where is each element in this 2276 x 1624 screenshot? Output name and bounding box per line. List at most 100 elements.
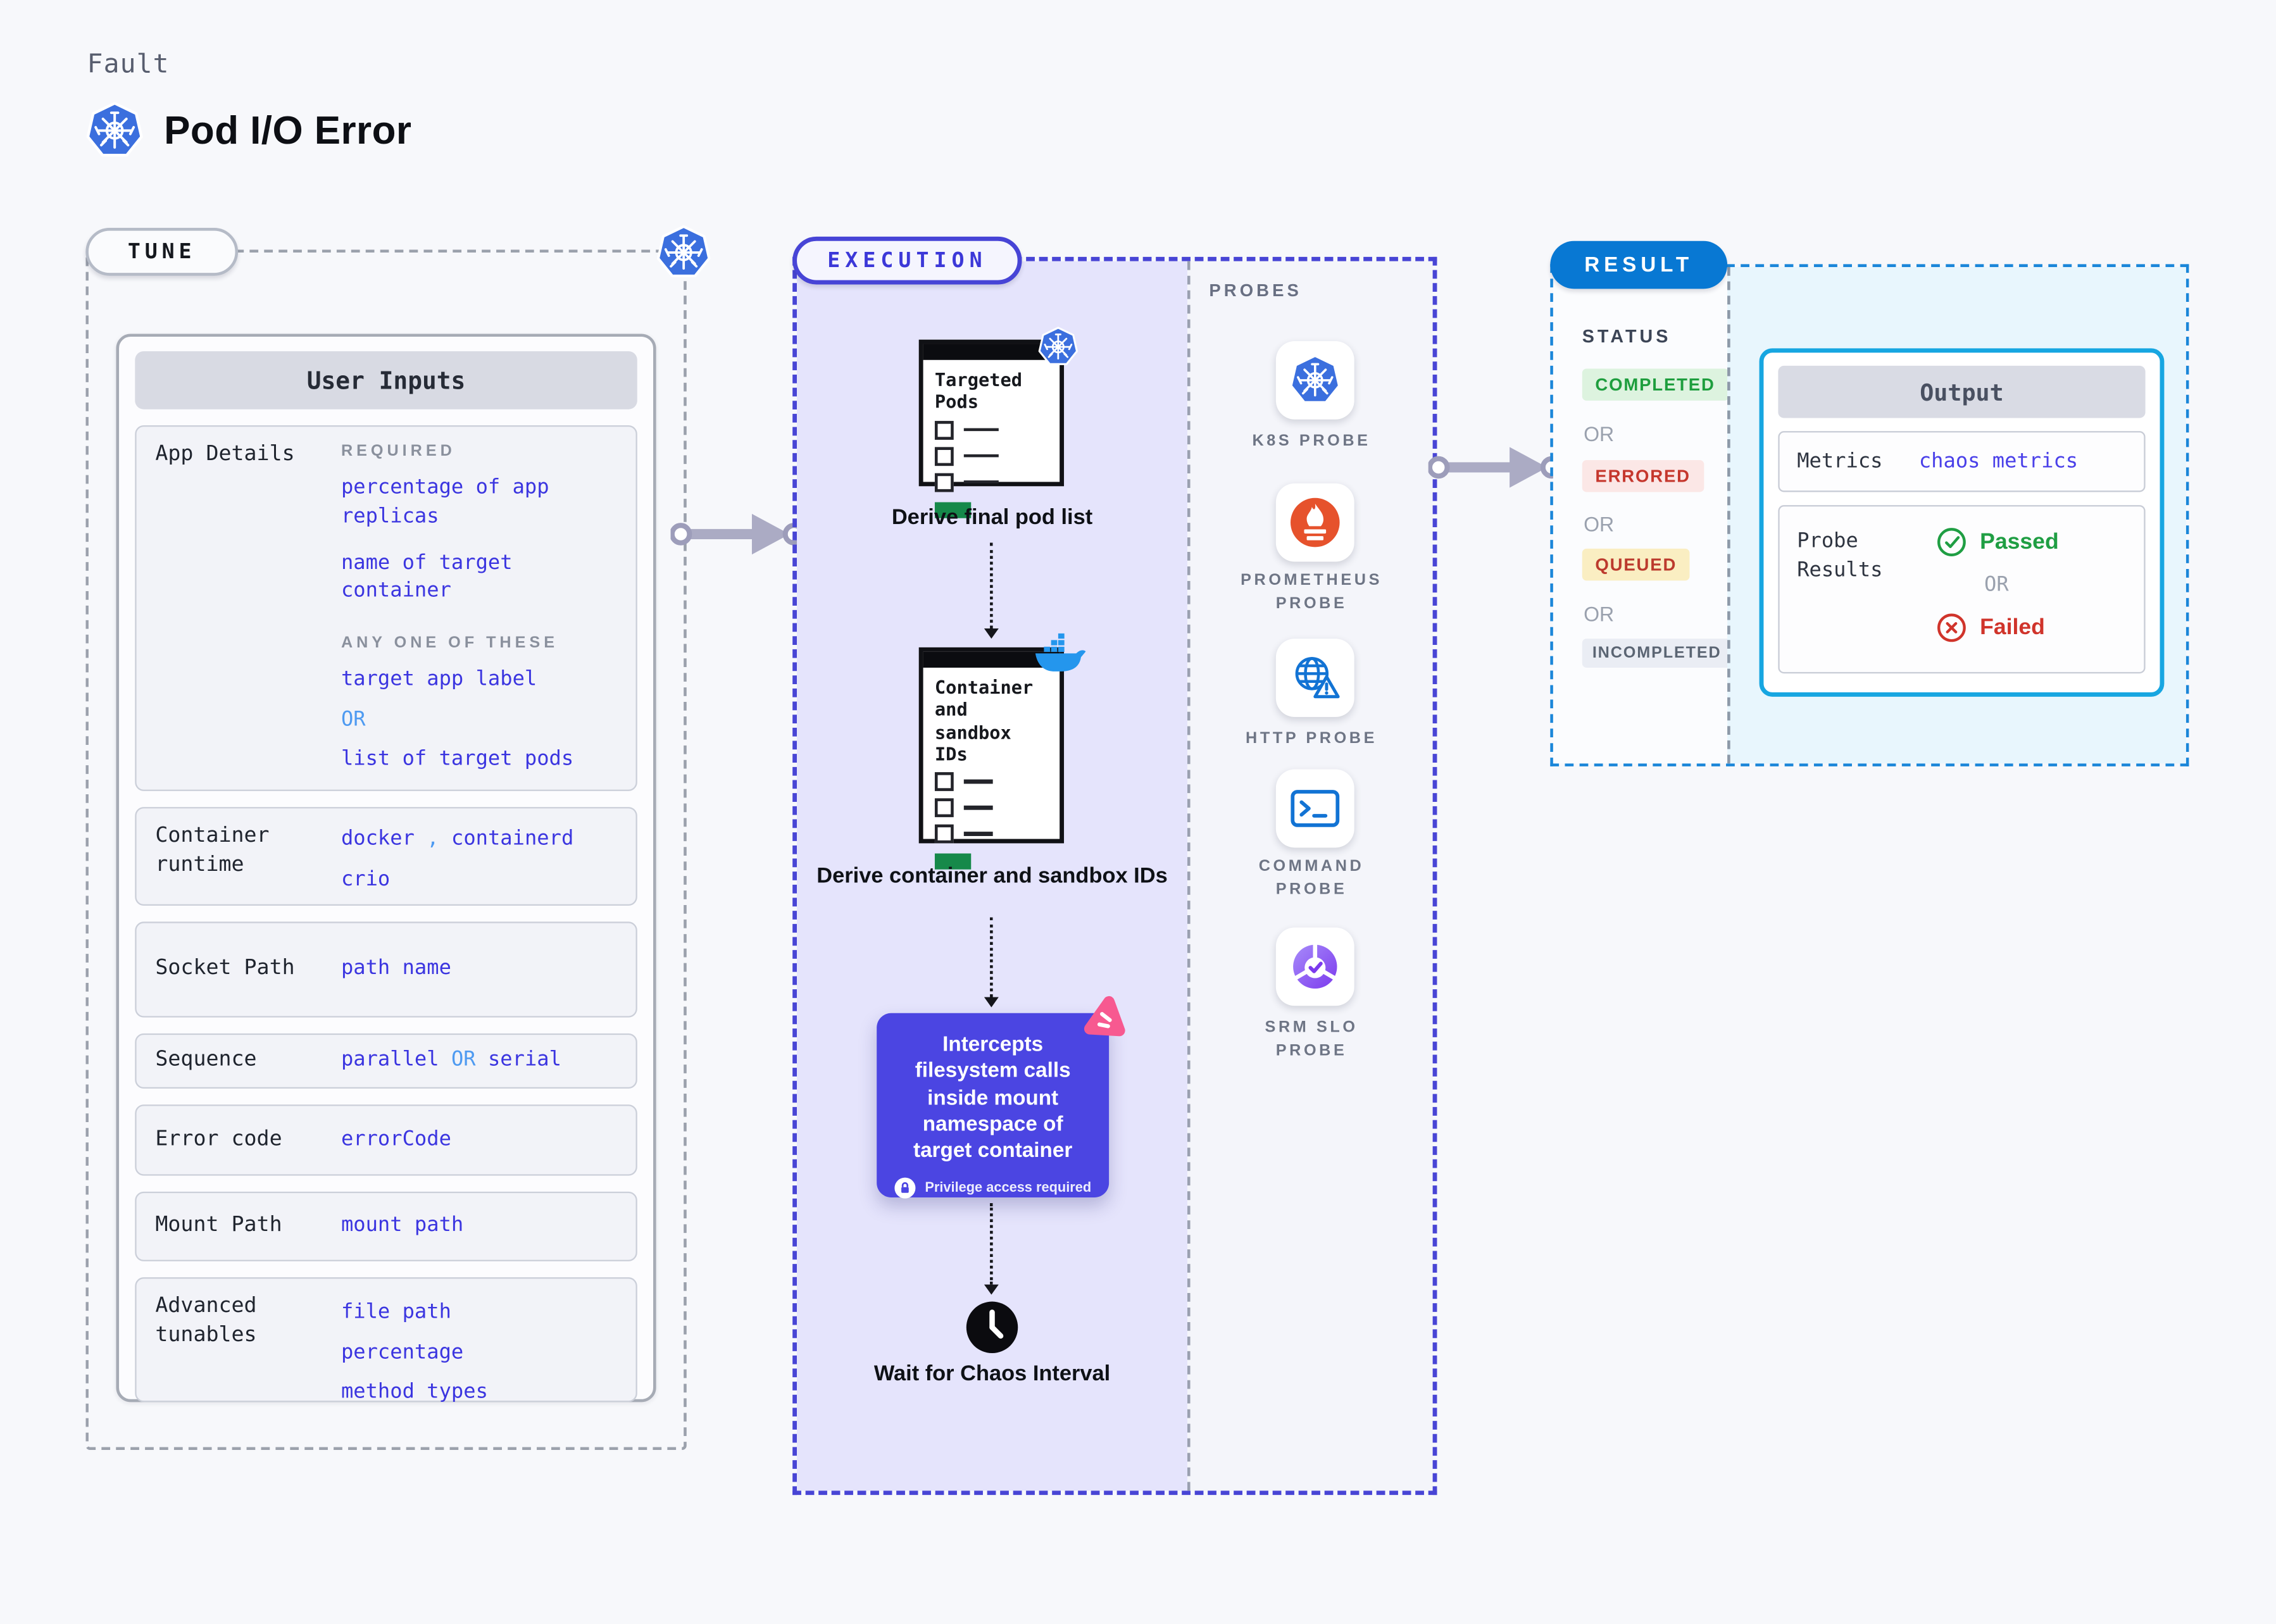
metrics-row: Metrics chaos metrics bbox=[1778, 431, 2146, 492]
input-value: percentage bbox=[341, 1340, 464, 1364]
targeted-pods-document: Targeted Pods bbox=[918, 340, 1064, 518]
checkbox-icon bbox=[934, 446, 954, 466]
probe-card-http bbox=[1275, 639, 1354, 717]
row-values: parallel OR serial bbox=[341, 1047, 617, 1075]
flow-connector bbox=[983, 917, 998, 1008]
step-caption: Wait for Chaos Interval bbox=[873, 1361, 1111, 1387]
status-badge-incompleted: INCOMPLETED bbox=[1582, 639, 1732, 668]
row-label: Sequence bbox=[155, 1048, 257, 1072]
document-title: Container and sandbox IDs bbox=[934, 676, 1034, 765]
probes-heading: PROBES bbox=[1209, 280, 1302, 301]
execution-section: Targeted Pods Derive final pod list Cont… bbox=[792, 236, 1437, 1496]
row-error-code: Error code errorCode bbox=[135, 1104, 637, 1176]
page-title-row: Pod I/O Error bbox=[85, 102, 411, 160]
or-separator: OR bbox=[451, 1048, 476, 1071]
or-separator: OR bbox=[1984, 573, 2009, 597]
row-label: Mount Path bbox=[155, 1213, 282, 1237]
document-titlebar bbox=[923, 344, 1060, 360]
probe-label: K8S PROBE bbox=[1252, 432, 1371, 450]
status-strip: STATUS COMPLETED OR ERRORED OR QUEUED OR… bbox=[1553, 266, 1732, 764]
flow-connector bbox=[983, 542, 998, 639]
slo-donut-icon bbox=[1289, 940, 1342, 993]
input-value: percentage of app replicas bbox=[341, 477, 549, 528]
any-one-heading: ANY ONE OF THESE bbox=[341, 634, 559, 652]
globe-alert-icon bbox=[1289, 652, 1342, 704]
output-header: Output bbox=[1778, 365, 2146, 418]
row-label: Container runtime bbox=[155, 824, 270, 877]
kubernetes-icon bbox=[1038, 327, 1079, 367]
row-sequence: Sequence parallel OR serial bbox=[135, 1033, 637, 1089]
probe-card-k8s bbox=[1275, 340, 1354, 420]
probe-results-values: Passed OR Failed bbox=[1936, 527, 2126, 642]
row-label: Advanced tunables bbox=[155, 1294, 257, 1347]
passed-label: Passed bbox=[1980, 528, 2059, 554]
row-container-runtime: Container runtime docker , containerd cr… bbox=[135, 807, 637, 906]
green-bar bbox=[934, 501, 972, 518]
checkbox-icon bbox=[934, 798, 954, 818]
step-caption: Derive final pod list bbox=[891, 505, 1093, 530]
required-heading: REQUIRED bbox=[341, 442, 456, 460]
check-circle-icon bbox=[1936, 527, 1966, 557]
docker-icon bbox=[1034, 633, 1086, 672]
intercept-text: Intercepts filesystem calls inside mount… bbox=[913, 1033, 1073, 1163]
fault-eyebrow: Fault bbox=[87, 49, 170, 80]
checkbox-icon bbox=[934, 824, 954, 844]
status-badge-completed: COMPLETED bbox=[1582, 368, 1729, 401]
input-value: path name bbox=[341, 956, 451, 980]
probes-panel: PROBES K8S PROBE PROMETHEUS PROBE HTTP P… bbox=[1187, 261, 1433, 1491]
input-value: serial bbox=[487, 1048, 561, 1071]
row-values: REQUIRED percentage of app replicas name… bbox=[341, 441, 617, 775]
probe-card-srm-slo bbox=[1275, 927, 1354, 1006]
intercept-step-card: Intercepts filesystem calls inside mount… bbox=[877, 1013, 1109, 1197]
result-section: STATUS COMPLETED OR ERRORED OR QUEUED OR… bbox=[1549, 240, 2189, 766]
metrics-label: Metrics bbox=[1797, 449, 1883, 473]
status-badge-errored: ERRORED bbox=[1582, 459, 1704, 492]
arrow-tune-to-execution bbox=[671, 508, 804, 561]
input-value: crio bbox=[341, 867, 391, 891]
passed-line: Passed bbox=[1936, 527, 2126, 557]
output-panel: Output Metrics chaos metrics Probe Resul… bbox=[1759, 348, 2165, 697]
x-circle-icon bbox=[1936, 613, 1966, 643]
probe-card-command bbox=[1275, 769, 1354, 848]
probe-label: PROMETHEUS PROBE bbox=[1241, 572, 1383, 613]
arrow-execution-to-result bbox=[1429, 441, 1562, 494]
row-advanced-tunables: Advanced tunables file path percentage m… bbox=[135, 1277, 637, 1404]
row-values: file path percentage method types bbox=[341, 1293, 617, 1404]
probe-label: HTTP PROBE bbox=[1246, 730, 1378, 748]
failed-label: Failed bbox=[1980, 615, 2045, 640]
clock-icon bbox=[965, 1301, 1019, 1354]
separator: , bbox=[427, 827, 439, 851]
flow-connector bbox=[983, 1203, 998, 1295]
checkbox-icon bbox=[934, 772, 954, 791]
probe-results-label: Probe Results bbox=[1797, 530, 1883, 583]
input-value: list of target pods bbox=[341, 747, 574, 771]
document-title: Targeted Pods bbox=[934, 368, 1023, 413]
container-sandbox-ids-document: Container and sandbox IDs bbox=[918, 647, 1064, 870]
failed-line: Failed bbox=[1936, 613, 2126, 643]
result-pill: RESULT bbox=[1549, 240, 1729, 289]
row-mount-path: Mount Path mount path bbox=[135, 1191, 637, 1261]
status-badge-queued: QUEUED bbox=[1582, 548, 1690, 581]
input-value: name of target container bbox=[341, 551, 513, 603]
checkbox-icon bbox=[934, 472, 954, 492]
input-value: method types bbox=[341, 1380, 488, 1404]
probe-label: SRM SLO PROBE bbox=[1265, 1018, 1358, 1060]
input-value: target app label bbox=[341, 668, 537, 692]
kubernetes-icon bbox=[656, 225, 711, 280]
lock-icon bbox=[894, 1178, 916, 1199]
green-bar bbox=[934, 853, 972, 870]
execution-pill: EXECUTION bbox=[792, 236, 1022, 285]
or-separator: OR bbox=[1584, 602, 1615, 626]
row-label: Socket Path bbox=[155, 956, 295, 980]
or-separator: OR bbox=[1584, 512, 1615, 536]
probe-label: COMMAND PROBE bbox=[1258, 858, 1365, 899]
user-inputs-header: User Inputs bbox=[135, 351, 637, 409]
kubernetes-icon bbox=[1289, 354, 1342, 407]
row-label: App Details bbox=[155, 442, 295, 466]
input-value: containerd bbox=[451, 827, 574, 851]
or-separator: OR bbox=[341, 708, 366, 732]
privilege-note: Privilege access required bbox=[925, 1180, 1092, 1197]
checkbox-icon bbox=[934, 420, 954, 439]
metrics-value: chaos metrics bbox=[1918, 449, 2079, 473]
